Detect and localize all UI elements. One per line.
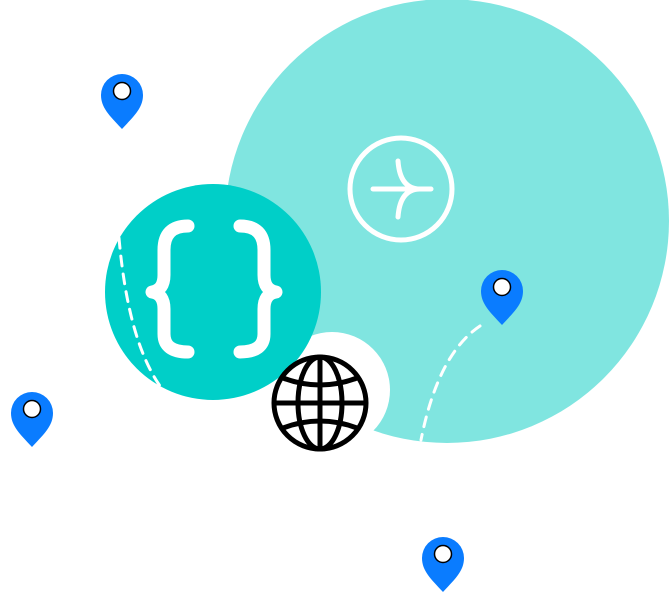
merge-arrow-icon xyxy=(347,135,455,243)
dashed-route-right xyxy=(419,324,482,442)
globe-icon xyxy=(271,354,369,452)
dashed-route-left xyxy=(117,236,162,388)
location-pin-icon xyxy=(11,392,53,447)
location-pin-icon xyxy=(422,537,464,592)
location-pin-icon xyxy=(101,74,143,129)
location-pin-icon xyxy=(481,270,523,325)
curly-braces-icon xyxy=(145,219,283,359)
